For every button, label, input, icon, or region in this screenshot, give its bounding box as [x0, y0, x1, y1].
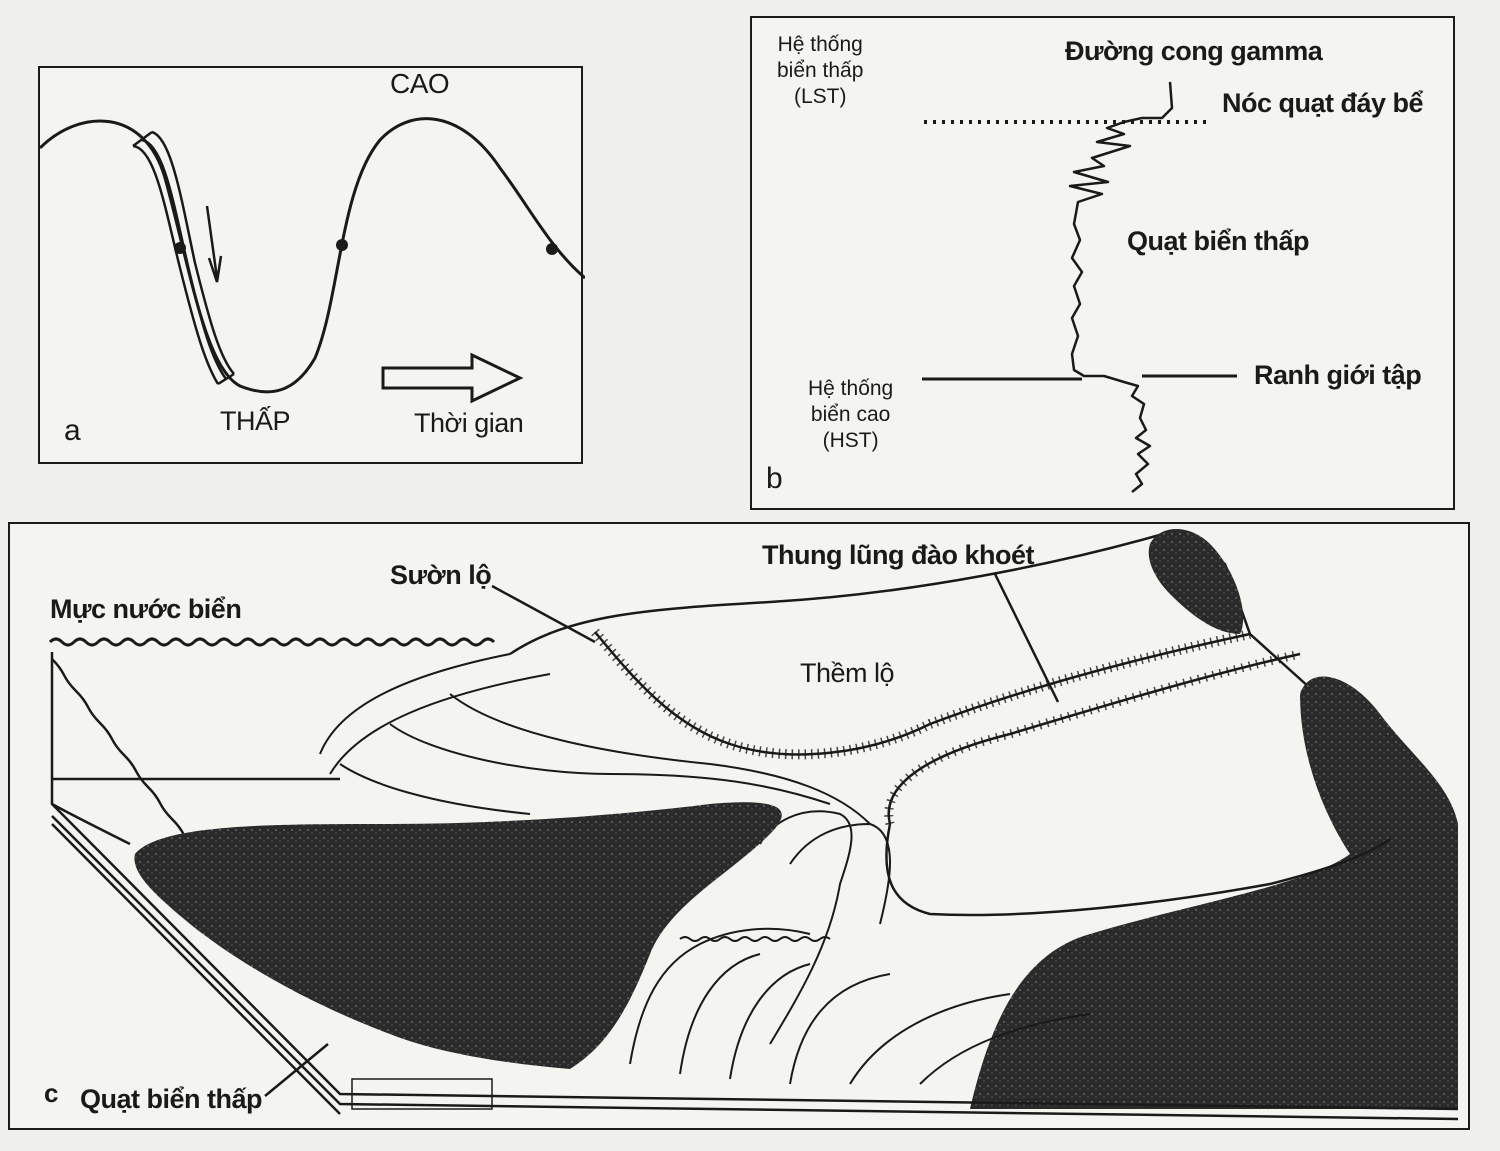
time-arrow-icon [381, 352, 524, 404]
shelf-label: Thềm lộ [800, 658, 895, 688]
fan-label: Quạt biển thấp [80, 1084, 263, 1114]
dark-cliff-right [970, 676, 1458, 1109]
hst-label: Hệ thống biển cao (HST) [808, 376, 893, 454]
slope-label-leader [491, 584, 596, 644]
shelf-top-outline [509, 530, 1451, 815]
fan-label-leader [264, 1043, 329, 1097]
panel-c-letter: c [44, 1078, 59, 1108]
gamma-log-graphic [922, 81, 1237, 493]
slope-label: Sườn lộ [390, 560, 492, 590]
high-label: CAO [390, 68, 450, 99]
basin-floor-lines [50, 652, 1459, 1121]
block-diagram-graphic [48, 529, 1459, 1121]
falling-stage-band [132, 130, 235, 386]
panel-c-block-diagram: Mực nước biển Sườn lộ Thung lũng đào kho… [8, 522, 1470, 1130]
panel-b-gamma-log: Hệ thống biển thấp (LST) Hệ thống biển c… [750, 16, 1455, 510]
gamma-curve [1068, 81, 1174, 493]
panel-a-letter: a [64, 414, 81, 447]
lowstand-fan-body [134, 802, 782, 1069]
curve-point-2 [336, 239, 348, 251]
lst-label-line2: biển thấp [777, 59, 864, 82]
lst-label: Hệ thống biển thấp (LST) [777, 32, 863, 110]
valley-inner-edge [887, 652, 1301, 825]
lst-label-line3: (LST) [793, 85, 847, 108]
slope-contours [319, 653, 1091, 1085]
sea-level-line [48, 637, 496, 647]
valley-inner-hatch [884, 649, 1301, 826]
lst-label-line1: Hệ thống [777, 33, 863, 56]
shelf-plateau [885, 823, 1391, 917]
sea-level-curve-graphic [40, 117, 585, 404]
down-arrow-icon [205, 205, 223, 283]
lowstand-fan-label: Quạt biển thấp [1127, 226, 1310, 256]
hst-label-line3: (HST) [822, 429, 879, 452]
fan-base-box [351, 1078, 493, 1110]
panel-a-sea-level-curve: CAO THẤP Thời gian a [38, 66, 585, 464]
curve-point-1 [174, 242, 186, 254]
panel-b-letter: b [766, 462, 783, 495]
sea-level-curve [40, 117, 585, 394]
dark-cliff-top [1148, 529, 1244, 634]
sea-level-label: Mực nước biển [50, 594, 242, 624]
sequence-boundary-label: Ranh giới tập [1254, 360, 1422, 390]
hst-label-line2: biển cao [810, 403, 891, 426]
low-label: THẤP [220, 406, 291, 436]
gamma-curve-label: Đường cong gamma [1065, 36, 1323, 66]
hst-label-line1: Hệ thống [808, 377, 894, 400]
lowstand-wedge-line [679, 936, 831, 942]
valley-label: Thung lũng đào khoét [762, 540, 1034, 570]
incised-valley-edge [594, 631, 1251, 756]
curve-point-3 [546, 243, 558, 255]
time-label: Thời gian [414, 408, 524, 438]
fan-top-label: Nóc quạt đáy bể [1222, 88, 1424, 118]
valley-label-leader [993, 573, 1060, 703]
